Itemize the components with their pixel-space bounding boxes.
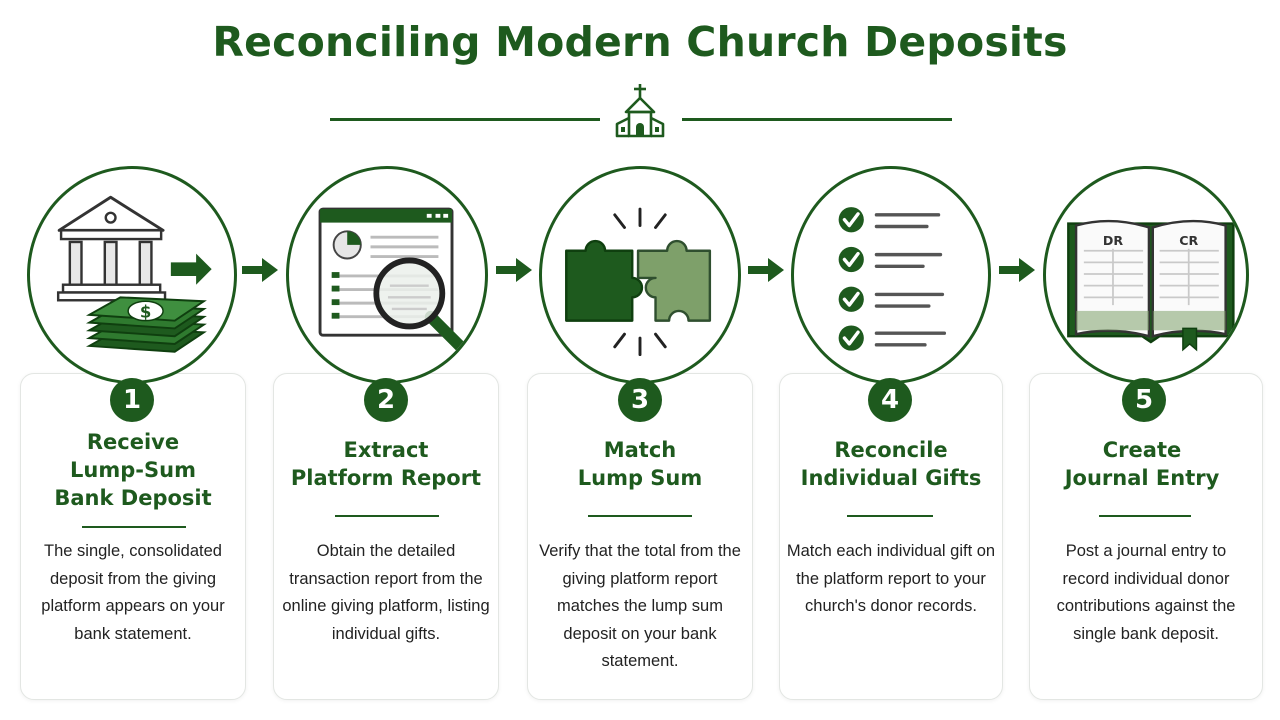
step-description-2: Obtain the detailed transaction report f…	[282, 542, 490, 643]
page-title: Reconciling Modern Church Deposits	[212, 18, 1068, 66]
title-rule-right	[682, 118, 952, 121]
report-magnifier-icon	[318, 207, 466, 352]
step-number-1: 1	[110, 378, 154, 422]
step-circle-3	[539, 166, 741, 384]
title-rule-left	[330, 118, 600, 121]
step-divider-2	[335, 515, 439, 517]
step-divider-5	[1099, 515, 1191, 517]
step-description-4: Match each individual gift on the platfo…	[786, 542, 996, 615]
step-description-5: Post a journal entry to record individua…	[1056, 542, 1236, 643]
step-title-5: Create Journal Entry	[1064, 438, 1220, 490]
step-title-2: Extract Platform Report	[290, 438, 482, 490]
step-card-5	[1029, 373, 1263, 700]
step-circle-4	[791, 166, 991, 384]
bank-and-money-icon: $	[56, 195, 212, 353]
step-card-2	[273, 373, 499, 700]
step-divider-4	[847, 515, 933, 517]
step-card-1	[20, 373, 246, 700]
ledger-dr-label: DR	[1103, 233, 1123, 248]
flow-arrow-icon	[496, 258, 532, 282]
step-number-3: 3	[618, 378, 662, 422]
step-description-3: Verify that the total from the giving pl…	[539, 542, 741, 670]
flow-arrow-icon	[748, 258, 784, 282]
step-circle-5: DR CR	[1043, 166, 1249, 384]
step-circle-1: $	[27, 166, 237, 384]
flow-arrow-icon	[999, 258, 1035, 282]
svg-text:$: $	[140, 303, 151, 322]
puzzle-pieces-icon	[565, 207, 712, 357]
church-icon	[615, 84, 665, 138]
step-card-4	[779, 373, 1003, 700]
step-number-2: 2	[364, 378, 408, 422]
ledger-book-icon: DR CR	[1067, 219, 1235, 352]
step-divider-3	[588, 515, 692, 517]
step-card-3	[527, 373, 753, 700]
step-title-4: Reconcile Individual Gifts	[800, 438, 982, 490]
step-circle-2	[286, 166, 488, 384]
step-title-1: Receive Lump-Sum Bank Deposit	[54, 430, 212, 510]
flow-arrow-icon	[242, 258, 278, 282]
step-title-3: Match Lump Sum	[577, 438, 703, 490]
step-description-1: The single, consolidated deposit from th…	[41, 542, 225, 643]
step-number-5: 5	[1122, 378, 1166, 422]
checklist-icon	[838, 207, 947, 351]
ledger-cr-label: CR	[1179, 233, 1198, 248]
step-divider-1	[82, 526, 186, 528]
step-number-4: 4	[868, 378, 912, 422]
